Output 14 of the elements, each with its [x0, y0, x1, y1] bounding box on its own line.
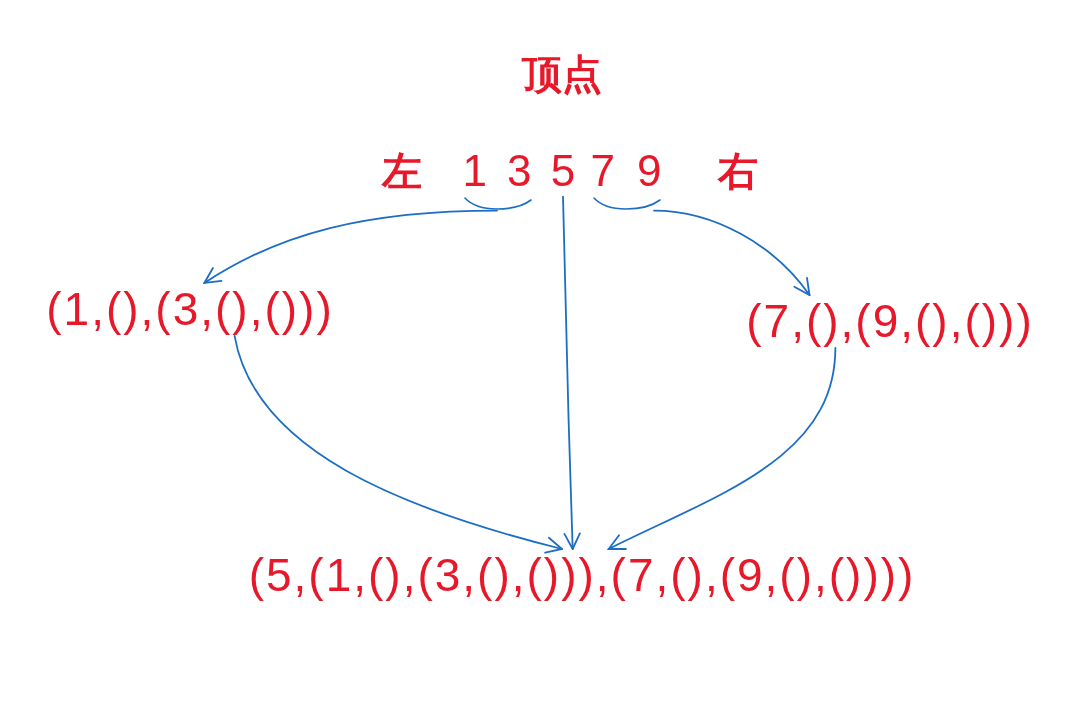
tuple-text: (5,(1,(),(3,(),())),(7,(),(9,(),())))	[248, 549, 916, 602]
digit-label: 1 3	[461, 146, 533, 197]
arrow	[607, 347, 837, 551]
arrow	[653, 209, 811, 296]
title-text: 顶点	[522, 50, 602, 98]
side-label: 左	[382, 147, 422, 195]
tuple-text: (7,(),(9,(),()))	[746, 295, 1034, 348]
side-label: 右	[718, 147, 758, 195]
digit-label: 5	[550, 146, 576, 197]
tuple-text: (1,(),(3,(),()))	[46, 283, 334, 336]
arrow	[562, 195, 581, 550]
digit-label: 7 9	[589, 146, 663, 197]
arrow	[233, 335, 563, 554]
arrow	[203, 209, 498, 284]
